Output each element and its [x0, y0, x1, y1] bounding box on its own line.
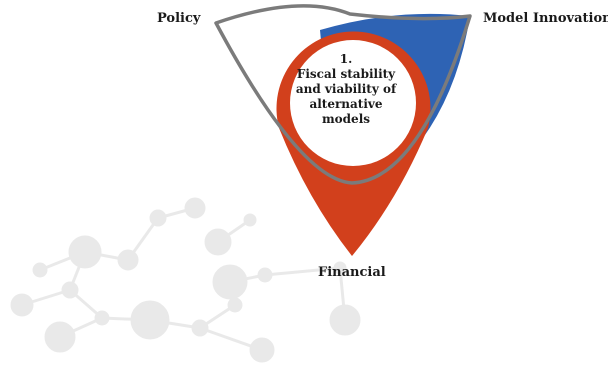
model-innovation-label: Model Innovation — [483, 11, 608, 26]
financial-label: Financial — [318, 265, 386, 280]
center-circle — [290, 40, 416, 166]
center-line-3: alternative — [309, 97, 383, 111]
center-statement: 1. Fiscal stability and viability of alt… — [285, 52, 407, 127]
center-line-4: models — [321, 112, 371, 126]
center-number: 1. — [339, 52, 353, 66]
center-line-1: Fiscal stability — [296, 67, 396, 81]
molecule-background — [10, 197, 361, 363]
center-line-2: and viability of — [295, 82, 397, 96]
policy-label: Policy — [157, 11, 201, 26]
policy-outline — [214, 4, 472, 185]
